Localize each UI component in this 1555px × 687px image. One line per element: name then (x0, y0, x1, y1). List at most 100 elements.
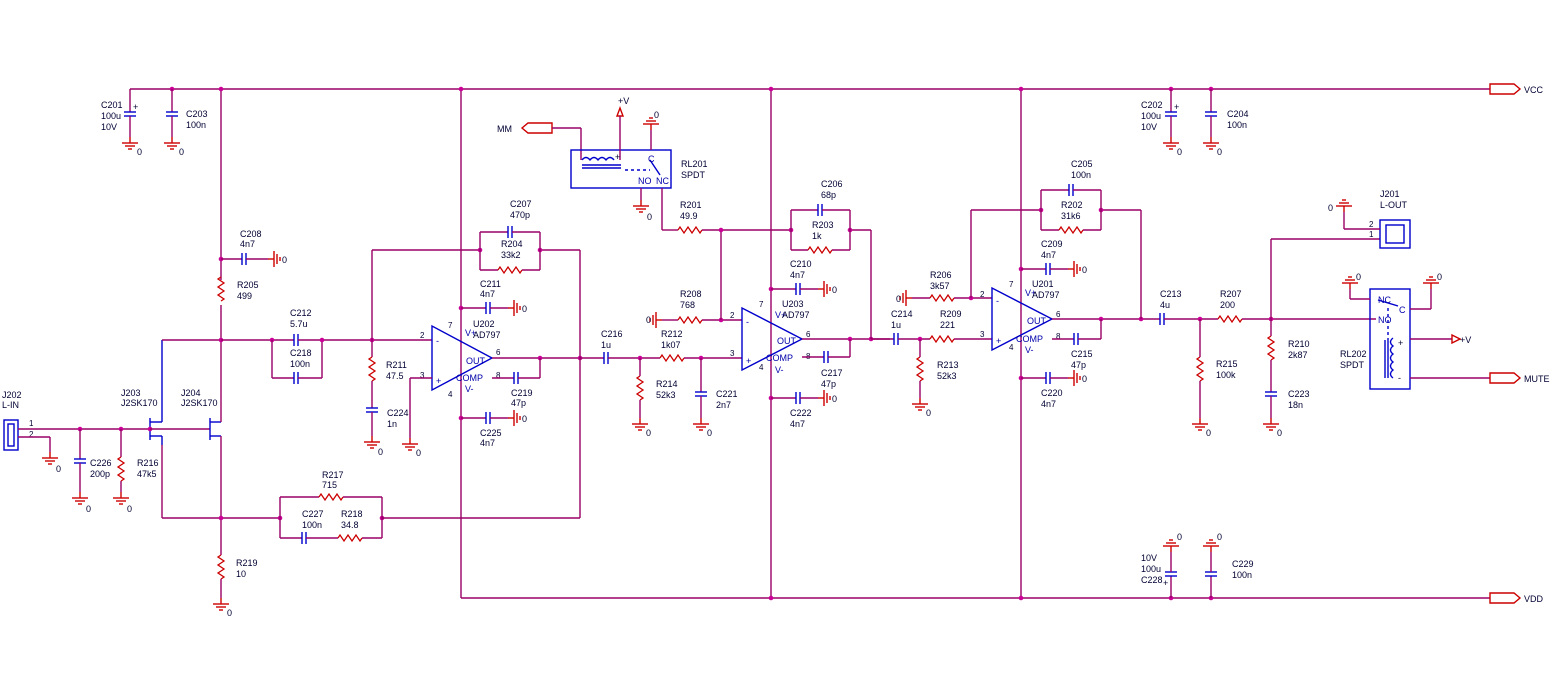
r212-value: 1k07 (661, 340, 681, 350)
gnd-label: 0 (1217, 532, 1222, 542)
j201-ref: J201 (1380, 189, 1400, 199)
c212-ref: C212 (290, 308, 312, 318)
j202-pin2: 2 (29, 430, 34, 439)
c202-voltage: 10V (1141, 122, 1157, 132)
u203-opamp (741, 306, 804, 372)
r212-ref: R212 (661, 329, 683, 339)
gnd-label: 0 (646, 428, 651, 438)
u202-plus-label: + (436, 376, 441, 386)
gnd-label: 0 (522, 304, 527, 314)
u201-vplus-label: V+ (1025, 288, 1036, 298)
c225-ref: C225 (480, 428, 502, 438)
u203-plus-label: + (746, 356, 751, 366)
r213-ref: R213 (937, 360, 959, 370)
svg-text:3: 3 (730, 349, 735, 358)
rl201-c-label: C (648, 154, 655, 164)
c205-ref: C205 (1071, 159, 1093, 169)
svg-text:4: 4 (1009, 343, 1014, 352)
rl202-no-label: NO (1378, 315, 1392, 325)
j203-part: J2SK170 (121, 398, 158, 408)
r202-value: 31k6 (1061, 211, 1081, 221)
c214-ref: C214 (891, 309, 913, 319)
gnd-label: 0 (56, 464, 61, 474)
r219-value: 10 (236, 569, 246, 579)
r211-ref: R211 (386, 360, 407, 370)
mm-label: MM (497, 124, 512, 134)
r205-value: 499 (237, 291, 252, 301)
svg-text:2: 2 (980, 290, 985, 299)
c203-ref: C203 (186, 109, 208, 119)
c222-ref: C222 (790, 408, 812, 418)
svg-text:6: 6 (1056, 310, 1061, 319)
rl201-type: SPDT (681, 170, 706, 180)
svg-text:+: + (1163, 578, 1168, 588)
gnd-label: 0 (127, 504, 132, 514)
r206-value: 3k57 (930, 281, 950, 291)
u201-ref: U201 (1032, 279, 1054, 289)
gnd-label: 0 (522, 414, 527, 424)
svg-text:4: 4 (759, 363, 764, 372)
c221-value: 2n7 (716, 400, 731, 410)
r214-ref: R214 (656, 379, 678, 389)
c220-ref: C220 (1041, 388, 1063, 398)
r216-value: 47k5 (137, 469, 157, 479)
svg-text:6: 6 (496, 348, 501, 357)
vdd-rail (461, 592, 1522, 604)
rl201-nc-label: NC (656, 176, 669, 186)
r217-ref: R217 (322, 470, 344, 480)
svg-text:6: 6 (806, 330, 811, 339)
r211-value: 47.5 (386, 371, 404, 381)
u201-part: AD797 (1032, 290, 1060, 300)
c202-value: 100u (1141, 111, 1161, 121)
svg-text:8: 8 (496, 371, 501, 380)
r201-ref: R201 (680, 200, 702, 210)
r215-ref: R215 (1216, 359, 1238, 369)
gnd-label: 0 (646, 315, 651, 325)
gnd-label: 0 (378, 447, 383, 457)
c227-ref: C227 (302, 509, 324, 519)
gnd-label: 0 (179, 147, 184, 157)
c221-ref: C221 (716, 389, 738, 399)
c213-value: 4u (1160, 300, 1170, 310)
c210-ref: C210 (790, 259, 812, 269)
j201-connector (1379, 219, 1411, 249)
c216-value: 1u (601, 340, 611, 350)
rl202-type: SPDT (1340, 360, 1365, 370)
c218-value: 100n (290, 359, 310, 369)
r207-value: 200 (1220, 300, 1235, 310)
u203-part: AD797 (782, 310, 810, 320)
svg-text:7: 7 (448, 321, 453, 330)
c209-ref: C209 (1041, 239, 1063, 249)
vplus-label-rl202: +V (1460, 335, 1471, 345)
gnd-label: 0 (896, 294, 901, 304)
c201-voltage: 10V (101, 122, 117, 132)
svg-text:3: 3 (420, 371, 425, 380)
rl201-ref: RL201 (681, 159, 708, 169)
c207-ref: C207 (510, 199, 532, 209)
gnd-label: 0 (1217, 147, 1222, 157)
c223-value: 18n (1288, 400, 1303, 410)
j203-ref: J203 (121, 388, 141, 398)
u202-opamp (431, 324, 494, 392)
r204-ref: R204 (501, 239, 523, 249)
j201-pin1: 1 (1369, 230, 1374, 239)
r218-ref: R218 (341, 509, 363, 519)
r213-value: 52k3 (937, 371, 957, 381)
r210-ref: R210 (1288, 339, 1310, 349)
gnd-label: 0 (1328, 203, 1333, 213)
j202-connector (3, 419, 19, 451)
r204-value: 33k2 (501, 250, 521, 260)
c215-ref: C215 (1071, 349, 1093, 359)
c229-ref: C229 (1232, 559, 1254, 569)
c213-ref: C213 (1160, 289, 1182, 299)
svg-text:3: 3 (980, 330, 985, 339)
svg-text:2: 2 (730, 311, 735, 320)
rl202-c-label: C (1399, 305, 1406, 315)
r219-ref: R219 (236, 558, 258, 568)
gnd-label: 0 (1177, 532, 1182, 542)
c226-value: 200p (90, 469, 110, 479)
gnd-label: 0 (1206, 428, 1211, 438)
u203-vplus-label: V+ (775, 310, 786, 320)
rl202-ref: RL202 (1340, 349, 1367, 359)
j202-pin1: 1 (29, 419, 34, 428)
